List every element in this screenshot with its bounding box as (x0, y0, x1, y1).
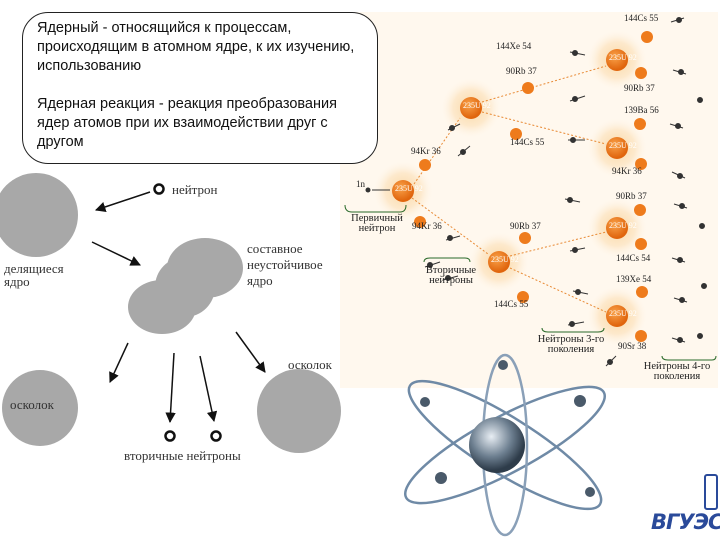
fragment-right-label: осколок (288, 357, 332, 372)
uranium-label: 235U 92 (491, 255, 519, 264)
definition-box: Ядерный - относящийся к процессам, проис… (22, 12, 378, 164)
logo-text: ВГУЭС (651, 510, 720, 534)
fragment-right-arrow (235, 331, 266, 373)
primary-neutron-label: Первичный нейтрон (351, 213, 403, 234)
logo-emblem-icon (704, 474, 718, 510)
neutron-label: нейтрон (172, 182, 218, 197)
secondary-neutron-1 (164, 430, 176, 442)
uranium-label: 235U 92 (395, 184, 423, 193)
uranium-label: 235U 92 (463, 101, 491, 110)
uranium-nucleus-3c (587, 198, 647, 258)
atom-model (403, 353, 607, 537)
product-label: 94Kr 36 (412, 221, 442, 231)
definition-nuclear-reaction: Ядерная реакция - реакция преобразования… (37, 96, 337, 150)
compound-arrow (91, 241, 141, 266)
compound-nucleus (128, 238, 243, 334)
uranium-nucleus-3b (587, 118, 647, 178)
uranium-label: 235U 92 (609, 53, 637, 62)
product-label: 139Ba 56 (624, 105, 659, 115)
fourth-gen-label: Нейтроны 4-го поколения (643, 361, 711, 382)
fissile-nucleus-label: делящиеся ядро (4, 261, 64, 289)
product-label: 144Cs 55 (494, 299, 529, 309)
third-gen-label: Нейтроны 3-го поколения (537, 334, 605, 355)
uranium-nucleus-2b (469, 232, 529, 292)
fragment-left-label: осколок (10, 397, 54, 412)
product-label: 90Rb 37 (510, 221, 541, 231)
incoming-neutron (153, 183, 165, 195)
primary-neutron-symbol: 1n (356, 179, 365, 189)
product-label: 139Xe 54 (616, 274, 652, 284)
chain-reaction (344, 17, 717, 367)
product-label: 94Kr 36 (411, 146, 441, 156)
uranium-nucleus-1 (373, 161, 433, 221)
definition-nuclear: Ядерный - относящийся к процессам, проис… (37, 20, 355, 74)
product-label: 90Rb 37 (616, 191, 647, 201)
fragment-right (257, 369, 341, 453)
primary-neutron-dot (365, 187, 371, 193)
product-label: 144Xe 54 (496, 41, 532, 51)
secondary-neutron-arrow-2 (199, 355, 218, 423)
product-label: 144Cs 54 (616, 253, 651, 263)
uranium-nucleus-2a (441, 78, 501, 138)
bracket-third-gen (541, 327, 605, 333)
fissile-nucleus (0, 173, 78, 257)
uranium-label: 235U 92 (609, 141, 637, 150)
fragment-left-arrow (109, 342, 129, 383)
secondary-neutrons-label: вторичные нейтроны (124, 448, 241, 463)
product-label: 90Sr 38 (618, 341, 647, 351)
compound-nucleus-label: составное неустойчивое ядро (247, 241, 323, 288)
uranium-label: 235U 92 (609, 309, 637, 318)
bracket-fourth-gen (661, 355, 717, 361)
bracket-primary (344, 204, 407, 213)
bracket-secondary (423, 257, 471, 263)
fragment-left (2, 370, 78, 446)
secondary-neutrons-chain-label: Вторичные нейтроны (425, 265, 477, 286)
uranium-label: 235U 92 (609, 221, 637, 230)
product-label: 90Rb 37 (624, 83, 655, 93)
product-label: 90Rb 37 (506, 66, 537, 76)
product-label: 144Cs 55 (510, 137, 545, 147)
uranium-nucleus-3a (587, 30, 647, 90)
product-label: 94Kr 36 (612, 166, 642, 176)
secondary-neutron-arrow-1 (165, 352, 176, 424)
product-label: 144Cs 55 (624, 13, 659, 23)
neutron-arrow (95, 191, 151, 212)
secondary-neutron-2 (210, 430, 222, 442)
